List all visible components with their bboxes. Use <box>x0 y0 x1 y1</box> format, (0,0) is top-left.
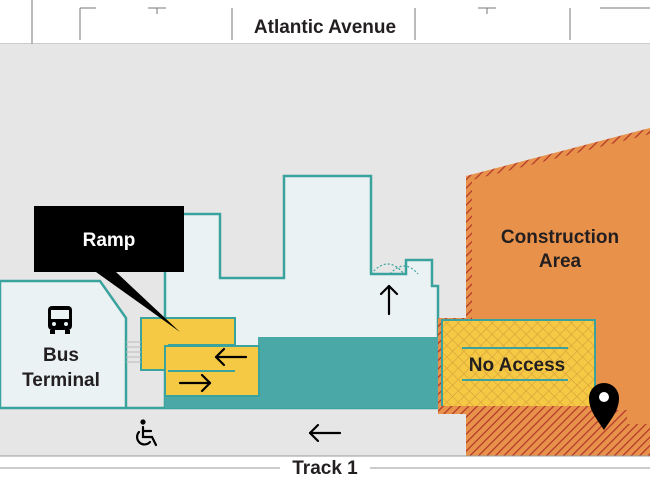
street-curb-lines <box>31 0 650 44</box>
track-label: Track 1 <box>292 458 358 479</box>
bus-icon <box>48 306 72 334</box>
arrow-left-icon <box>214 347 248 367</box>
no-access-label: No Access <box>469 355 565 376</box>
street-label: Atlantic Avenue <box>254 17 396 38</box>
track-zone <box>165 396 259 408</box>
no-access-hatch-bottom <box>438 406 616 414</box>
wheelchair-icon <box>136 419 158 447</box>
arrow-right-icon <box>178 373 212 393</box>
no-access-crosshatch <box>441 319 596 409</box>
stairs <box>126 341 141 363</box>
arrow-up-icon <box>379 284 399 316</box>
doorway <box>389 265 419 275</box>
street-label-bg <box>238 12 412 40</box>
location-pin-icon <box>589 383 619 430</box>
construction-label: Area <box>539 251 582 272</box>
bus-terminal-label: Bus <box>43 345 79 366</box>
arrow-left-icon <box>308 423 342 443</box>
doorway <box>370 263 405 275</box>
bus-terminal-label: Terminal <box>22 370 100 391</box>
ramp-callout <box>34 206 184 332</box>
construction-label: Construction <box>501 227 619 248</box>
ramp-callout-label: Ramp <box>83 230 136 251</box>
track-zone <box>258 337 442 408</box>
